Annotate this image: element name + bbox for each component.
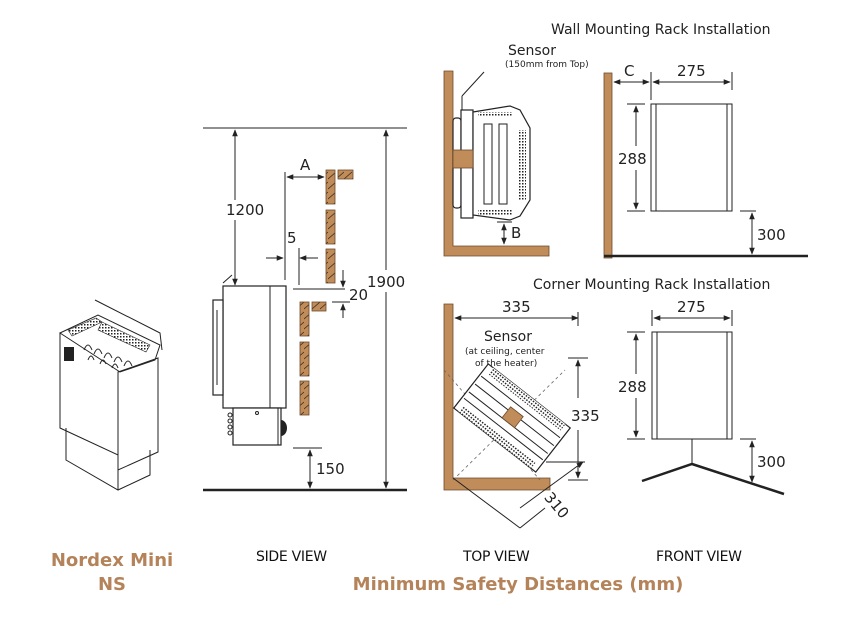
wall-corner-wood — [443, 70, 550, 257]
dim-5: 5 — [287, 229, 297, 247]
sensor-block — [501, 406, 524, 429]
sensor-note-corner-1: (at ceiling, center — [465, 347, 545, 357]
dim-height-corner: 288 — [618, 378, 647, 396]
dim-corner-diagonal: 310 — [540, 489, 572, 523]
heater-top-corner-illustration — [452, 363, 572, 473]
dim-1900: 1900 — [367, 273, 405, 291]
dim-height-wall: 288 — [618, 150, 647, 168]
top-view-wall-mounting: Sensor (150mm from Top) B — [443, 43, 589, 257]
label-a: A — [300, 156, 311, 174]
sensor-label-wall: Sensor — [508, 43, 556, 59]
ceiling-batten — [311, 301, 327, 312]
corner-floor-line — [641, 462, 785, 496]
dim-floor-corner: 300 — [757, 453, 786, 471]
front-view-wall-mounting: Wall Mounting Rack Installation C 275 28… — [551, 22, 808, 259]
heater-side-illustration — [212, 274, 287, 446]
label-c: C — [624, 62, 634, 80]
control-panel-icon — [64, 347, 74, 361]
wall-wood — [603, 72, 613, 259]
mounting-rack-corner — [651, 331, 733, 440]
wall-batten — [325, 209, 336, 245]
dim-150: 150 — [316, 460, 345, 478]
dim-corner-vertical: 335 — [571, 407, 600, 425]
product-name-line2: NS — [98, 574, 126, 595]
dim-width-wall: 275 — [677, 62, 706, 80]
top-view-corner-mounting: 335 Sensor (at ceiling, center of the he… — [443, 298, 600, 529]
label-b: B — [511, 224, 521, 242]
heater-isometric-illustration — [58, 299, 163, 491]
ceiling-batten — [337, 169, 354, 180]
wall-batten — [325, 169, 336, 205]
product-name-line1: Nordex Mini — [51, 550, 173, 571]
sensor-note-wall: (150mm from Top) — [505, 60, 589, 70]
front-view-label: FRONT VIEW — [656, 549, 742, 565]
corner-wood — [443, 303, 551, 491]
wall-mounting-title: Wall Mounting Rack Installation — [551, 22, 771, 38]
side-view-label: SIDE VIEW — [256, 549, 327, 565]
dim-floor-wall: 300 — [757, 226, 786, 244]
dim-20: 20 — [349, 286, 368, 304]
wall-batten — [325, 248, 336, 284]
dim-1200: 1200 — [226, 201, 264, 219]
dim-width-corner: 275 — [677, 298, 706, 316]
wall-batten — [299, 341, 310, 377]
front-view-corner-mounting: Corner Mounting Rack Installation 275 28… — [533, 277, 786, 496]
heater-top-wall-illustration — [452, 105, 531, 221]
side-view: 1200 1900 A 5 20 — [203, 127, 407, 492]
footer-title: Minimum Safety Distances (mm) — [353, 574, 684, 595]
sensor-block — [452, 149, 474, 169]
corner-mounting-title: Corner Mounting Rack Installation — [533, 277, 770, 293]
mounting-rack-wall — [650, 103, 733, 212]
sensor-note-corner-2: of the heater) — [475, 359, 537, 369]
sensor-label-corner: Sensor — [484, 329, 532, 345]
top-view-label: TOP VIEW — [462, 549, 530, 565]
wall-batten — [299, 301, 310, 337]
dim-corner-horizontal: 335 — [502, 298, 531, 316]
wall-batten — [299, 380, 310, 416]
